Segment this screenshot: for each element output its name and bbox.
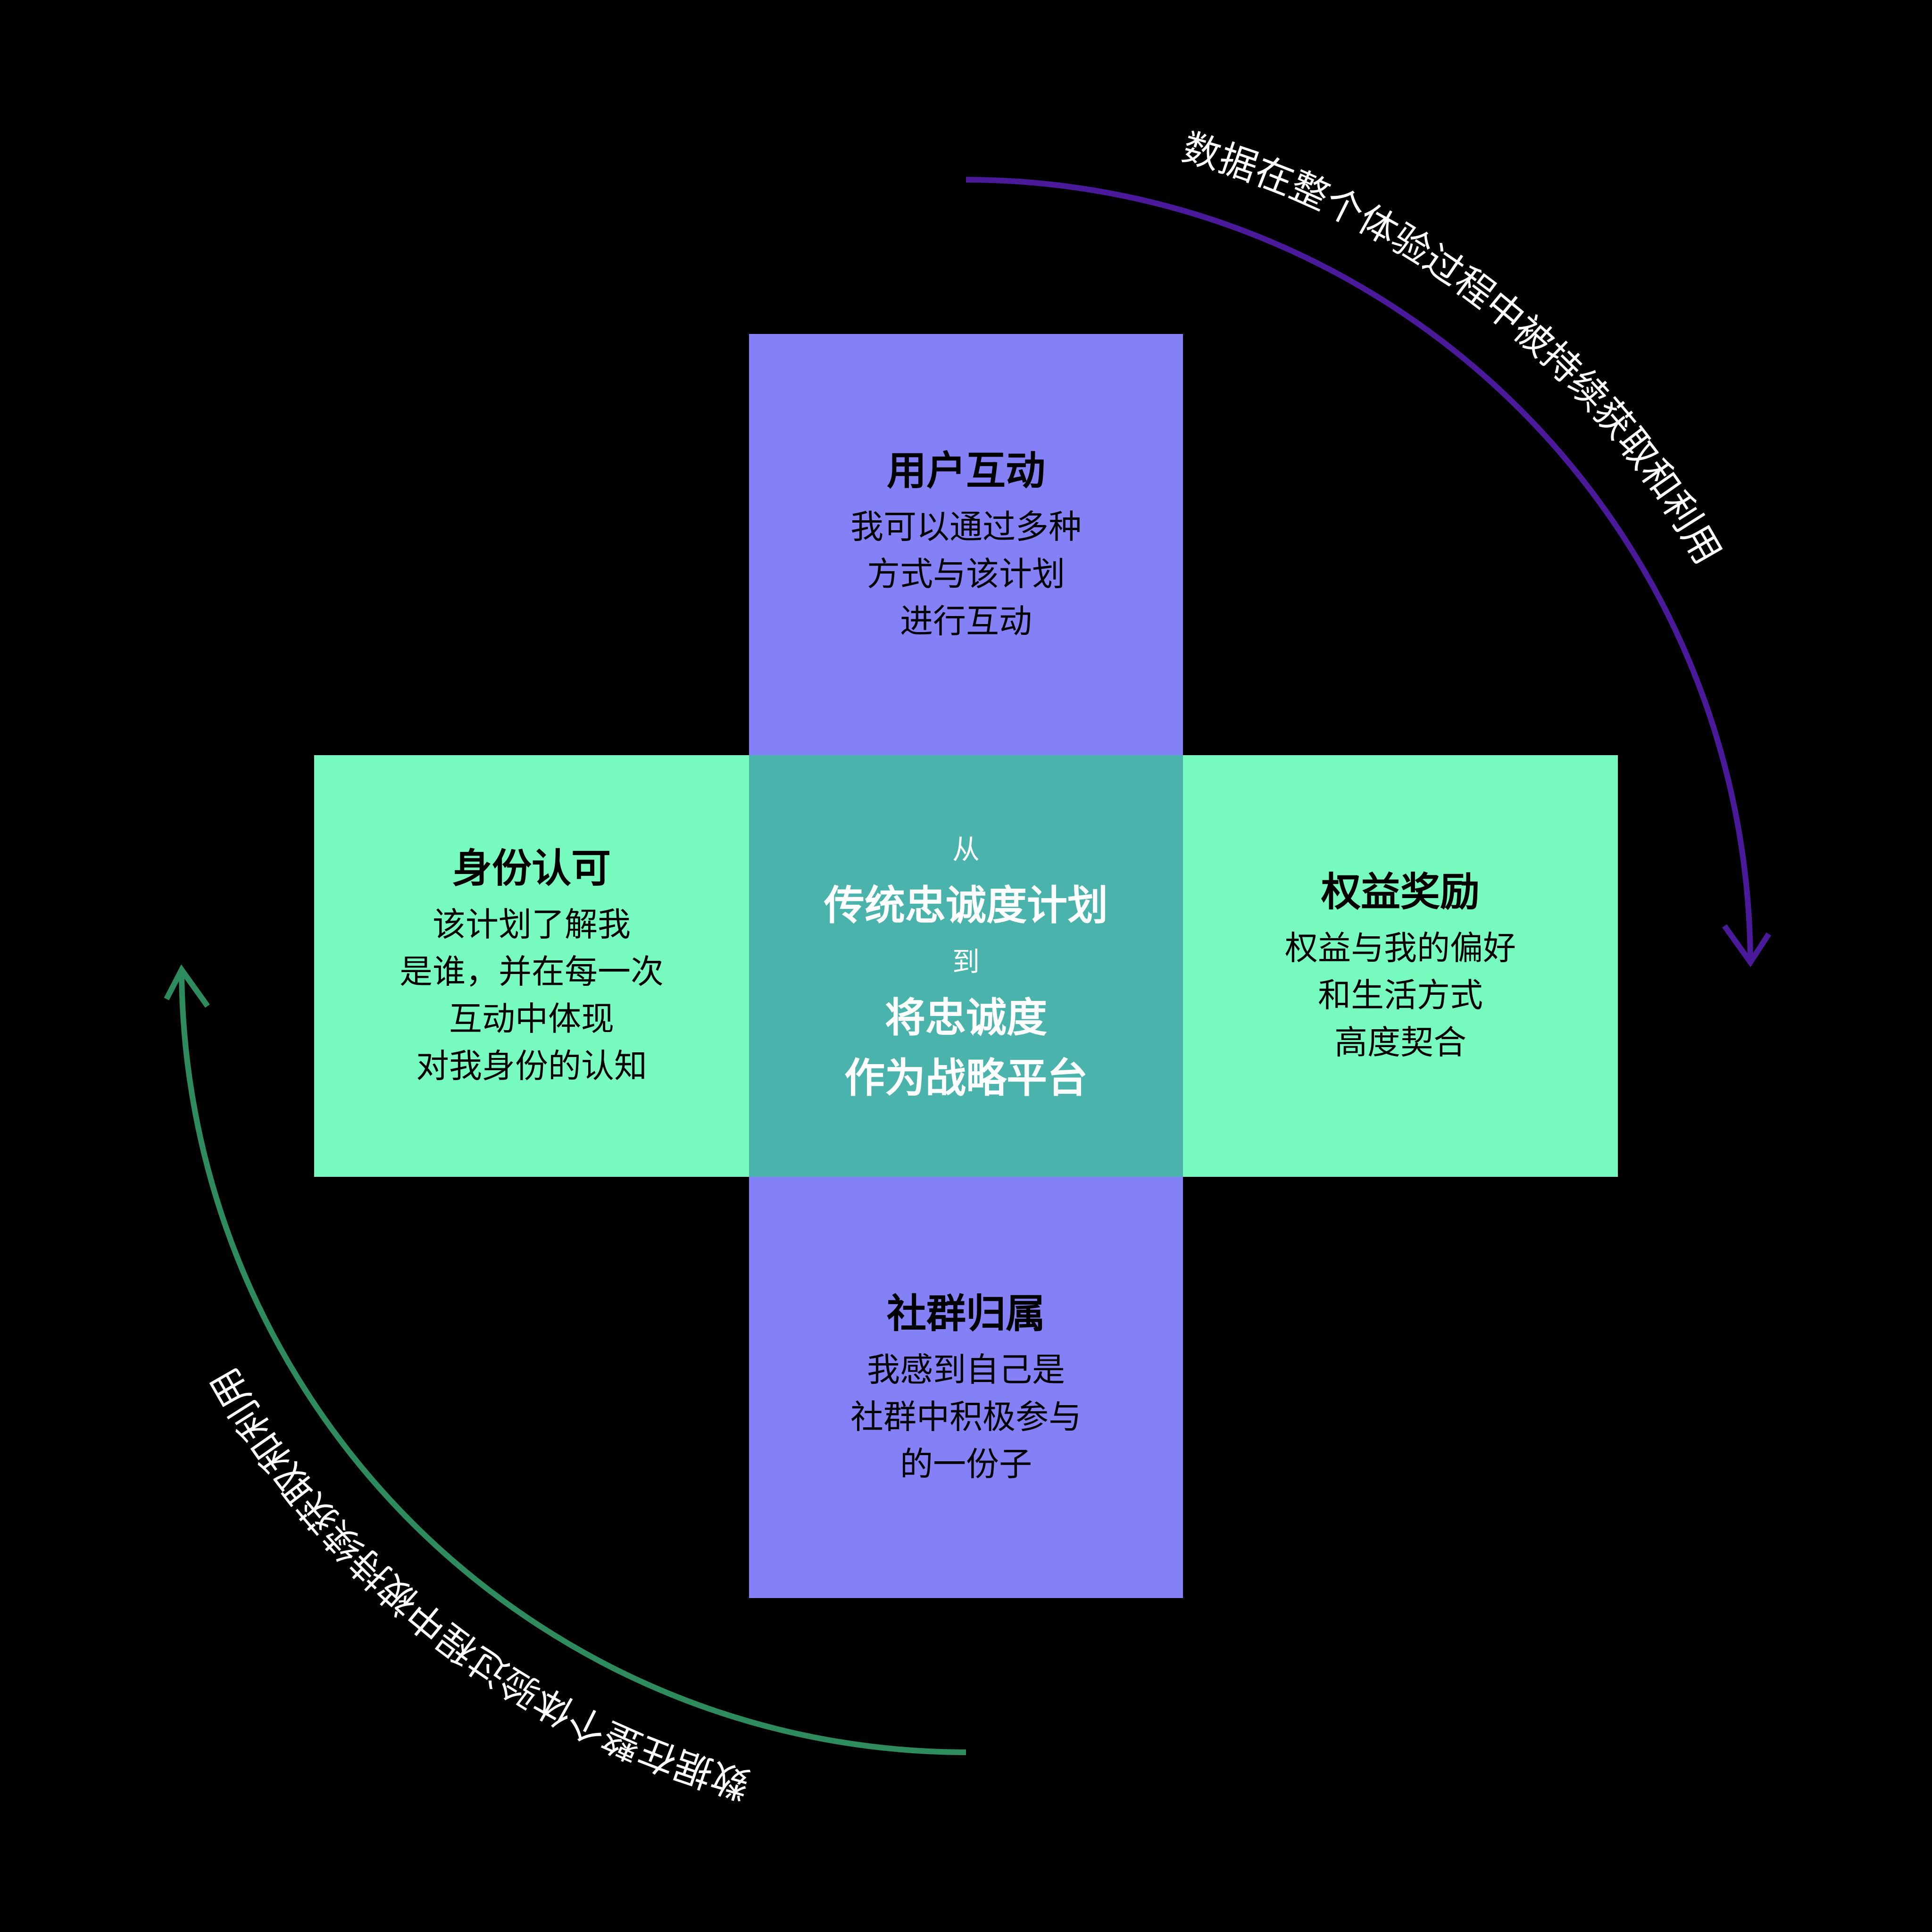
box-text: 的一份子 [900, 1444, 1032, 1483]
center-box: 从 传统忠诚度计划 到 将忠诚度 作为战略平台 [749, 755, 1183, 1177]
box-title: 用户互动 [886, 447, 1045, 494]
community-belonging-box: 社群归属 我感到自己是 社群中积极参与 的一份子 [749, 1177, 1183, 1598]
box-title: 社群归属 [886, 1290, 1045, 1337]
box-text: 权益与我的偏好 [1285, 929, 1516, 967]
bottom-arc-arrow [179, 969, 966, 1755]
identity-recognition-box: 身份认可 该计划了解我 是谁，并在每一次 互动中体现 对我身份的认知 [314, 755, 749, 1177]
box-text: 对我身份的认知 [416, 1047, 647, 1085]
box-text: 高度契合 [1334, 1023, 1466, 1062]
box-text: 该计划了解我 [433, 905, 631, 944]
center-line3: 作为战略平台 [844, 1055, 1088, 1102]
center-to: 到 [952, 946, 980, 978]
box-text: 方式与该计划 [867, 554, 1065, 593]
box-title: 身份认可 [452, 845, 611, 891]
top-arrowhead [1722, 924, 1772, 967]
box-text: 进行互动 [900, 601, 1032, 641]
box-text: 我可以通过多种 [850, 507, 1082, 546]
box-title: 权益奖励 [1321, 869, 1480, 915]
center-from: 从 [952, 833, 980, 866]
rewards-box: 权益奖励 权益与我的偏好 和生活方式 高度契合 [1183, 755, 1618, 1177]
bottom-arrowhead [164, 964, 210, 1008]
top-arc-arrow [966, 177, 1753, 963]
user-interaction-box: 用户互动 我可以通过多种 方式与该计划 进行互动 [749, 334, 1183, 755]
box-text: 我感到自己是 [867, 1350, 1065, 1389]
center-line1: 传统忠诚度计划 [824, 882, 1108, 929]
box-text: 和生活方式 [1318, 976, 1483, 1015]
box-text: 是谁，并在每一次 [400, 952, 664, 991]
box-text: 互动中体现 [449, 999, 614, 1038]
center-line2: 将忠诚度 [885, 994, 1047, 1041]
box-text: 社群中积极参与 [850, 1397, 1082, 1436]
